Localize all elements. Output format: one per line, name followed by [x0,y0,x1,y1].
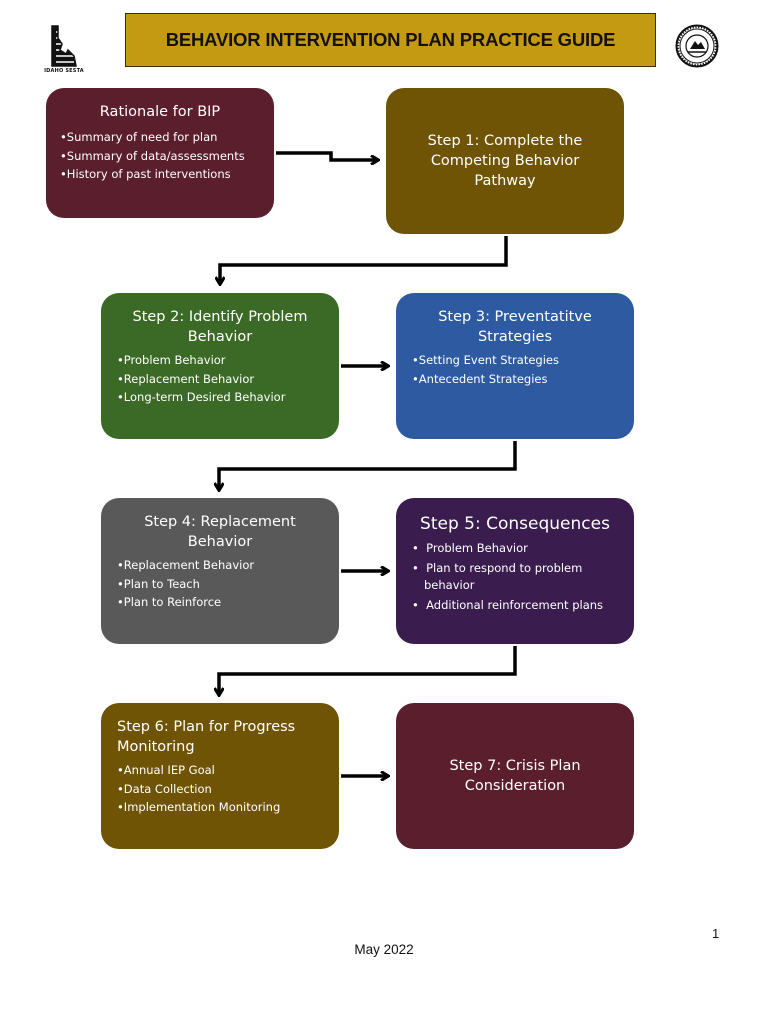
list-item: Implementation Monitoring [117,798,323,817]
list-item: Plan to Reinforce [117,593,323,612]
list-item: Problem Behavior [117,351,323,370]
arrow-step5-to-step6 [219,646,517,695]
step5-title: Step 5: Consequences [420,514,610,534]
list-item: Summary of data/assessments [60,147,260,166]
list-item: Antecedent Strategies [412,370,618,389]
step3-title: Step 3: Preventatitve Strategies [438,309,592,345]
arrow-step3-to-step4 [219,441,517,490]
list-item: Problem Behavior [412,540,618,558]
step3-box: Step 3: Preventatitve Strategies Setting… [396,293,634,439]
list-item: History of past interventions [60,165,260,184]
list-item: Long-term Desired Behavior [117,388,323,407]
list-item: Plan to Teach [117,575,323,594]
step2-list: Problem Behavior Replacement Behavior Lo… [117,351,323,407]
step6-box: Step 6: Plan for Progress Monitoring Ann… [101,703,339,849]
step7-title: Step 7: Crisis Plan Consideration [449,758,581,794]
arrow-step1-to-step2 [220,236,508,284]
step1-title: Step 1: Complete the Competing Behavior … [427,133,583,189]
list-item: Setting Event Strategies [412,351,618,370]
list-item: Replacement Behavior [117,556,323,575]
step7-box: Step 7: Crisis Plan Consideration [396,703,634,849]
state-seal [675,24,719,68]
rationale-title: Rationale for BIP [99,104,221,120]
list-item: Plan to respond to problem behavior [412,560,618,595]
step5-list: Problem Behavior Plan to respond to prob… [412,540,618,614]
list-item: Summary of need for plan [60,128,260,147]
idaho-state-icon [51,25,77,67]
step4-box: Step 4: Replacement Behavior Replacement… [101,498,339,644]
step2-box: Step 2: Identify Problem Behavior Proble… [101,293,339,439]
step6-title: Step 6: Plan for Progress Monitoring [117,719,296,755]
list-item: Annual IEP Goal [117,761,323,780]
list-item: Data Collection [117,780,323,799]
arrow-rationale-to-step1 [276,151,378,160]
step3-list: Setting Event Strategies Antecedent Stra… [412,351,618,388]
step1-box: Step 1: Complete the Competing Behavior … [386,88,624,234]
rationale-list: Summary of need for plan Summary of data… [60,128,260,184]
step4-list: Replacement Behavior Plan to Teach Plan … [117,556,323,612]
footer-date: May 2022 [354,942,414,957]
title-banner: BEHAVIOR INTERVENTION PLAN PRACTICE GUID… [125,13,656,67]
page-title: BEHAVIOR INTERVENTION PLAN PRACTICE GUID… [165,29,616,50]
list-item: Replacement Behavior [117,370,323,389]
page-number: 1 [712,926,720,941]
logo-caption: IDAHO SESTA [44,68,84,74]
step6-list: Annual IEP Goal Data Collection Implemen… [117,761,323,817]
step5-box: Step 5: Consequences Problem Behavior Pl… [396,498,634,644]
step4-title: Step 4: Replacement Behavior [144,514,296,550]
rationale-box: Rationale for BIP Summary of need for pl… [46,88,274,218]
idaho-logo: IDAHO SESTA [44,24,84,76]
step2-title: Step 2: Identify Problem Behavior [132,309,308,345]
list-item: Additional reinforcement plans [412,597,618,615]
state-seal-icon [675,24,719,68]
